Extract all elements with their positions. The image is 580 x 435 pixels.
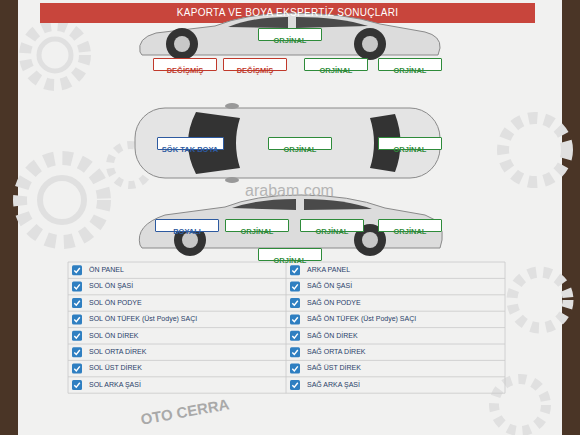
status-text: BOYALI [173, 227, 201, 238]
report-title: KAPORTA VE BOYA EKSPERTİZ SONUÇLARI [40, 3, 535, 23]
status-text: ORJİNAL [316, 227, 349, 238]
checklist-item: ÖN PANEL [89, 262, 124, 278]
check-icon [72, 282, 82, 292]
status-badge: ORJİNAL [378, 58, 442, 71]
checklist-item: SAĞ ÜST DİREK [307, 360, 361, 376]
status-text: DEĞİŞMİŞ [237, 66, 274, 77]
status-text: ORJİNAL [274, 256, 307, 267]
check-icon [72, 331, 82, 341]
check-icon [72, 364, 82, 374]
check-icon [290, 347, 300, 357]
check-icon [72, 347, 82, 357]
checklist-item: SAĞ ÖN PODYE [307, 295, 361, 311]
checklist-item: SOL ÜST DİREK [89, 360, 142, 376]
checklist-item: SOL ÖN TÜFEK (Üst Podye) SAÇI [89, 311, 197, 327]
checklist-item: SAĞ ÖN ŞASİ [307, 278, 352, 294]
status-text: ORJİNAL [394, 145, 427, 156]
status-badge: ORJİNAL [258, 28, 322, 41]
status-badge: ORJİNAL [258, 248, 322, 261]
checklist-item: SOL ARKA ŞASİ [89, 377, 141, 393]
status-badge: ORJİNAL [304, 58, 368, 71]
status-text: ORJİNAL [320, 66, 353, 77]
status-badge: DEĞİŞMİŞ [223, 58, 287, 71]
status-text: SÖK TAK BOYA [162, 145, 218, 156]
checklist-item: SOL ÖN PODYE [89, 295, 142, 311]
check-icon [290, 265, 300, 275]
status-badge: ORJİNAL [378, 219, 442, 232]
watermark: arabam.com [245, 182, 334, 200]
check-icon [290, 298, 300, 308]
checklist-item: SAĞ ÖN DİREK [307, 328, 358, 344]
status-badge: ORJİNAL [378, 137, 442, 150]
status-text: ORJİNAL [394, 227, 427, 238]
check-icon [290, 314, 300, 324]
check-icon [290, 364, 300, 374]
check-icon [72, 298, 82, 308]
checklist-item: SAĞ ÖN TÜFEK (Üst Podye) SAÇI [307, 311, 416, 327]
status-badge: SÖK TAK BOYA [157, 137, 224, 150]
checklist-item: SOL ORTA DİREK [89, 344, 146, 360]
checklist-item: ARKA PANEL [307, 262, 350, 278]
check-icon [290, 380, 300, 390]
checklist-item: SOL ÖN ŞASİ [89, 278, 133, 294]
status-badge: DEĞİŞMİŞ [153, 58, 217, 71]
status-badge: ORJİNAL [300, 219, 364, 232]
status-badge: BOYALI [155, 219, 219, 232]
checklist-item: SOL ÖN DİREK [89, 328, 139, 344]
status-text: DEĞİŞMİŞ [167, 66, 204, 77]
status-text: ORJİNAL [394, 66, 427, 77]
status-badge: ORJİNAL [268, 137, 332, 150]
check-icon [72, 380, 82, 390]
check-icon [290, 331, 300, 341]
check-icon [72, 265, 82, 275]
checklist-item: SAĞ ARKA ŞASİ [307, 377, 360, 393]
check-icon [290, 282, 300, 292]
check-icon [72, 314, 82, 324]
status-text: ORJİNAL [241, 227, 274, 238]
status-badge: ORJİNAL [225, 219, 289, 232]
status-text: ORJİNAL [274, 36, 307, 47]
status-text: ORJİNAL [284, 145, 317, 156]
checklist-item: SAĞ ORTA DİREK [307, 344, 365, 360]
